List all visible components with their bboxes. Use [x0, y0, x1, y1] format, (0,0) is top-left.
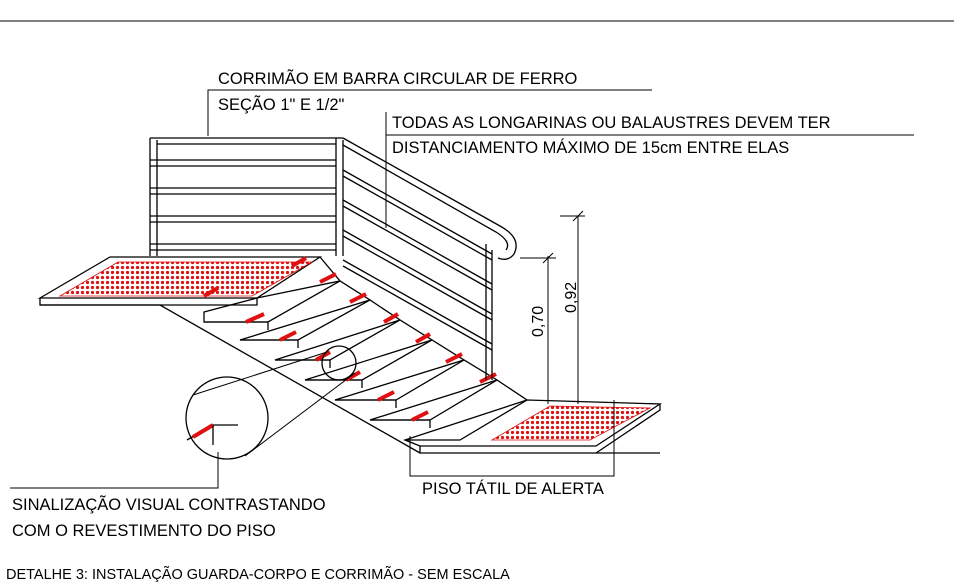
dimension-0-70: 0,70	[530, 306, 547, 337]
dimension-0-92: 0,92	[563, 282, 580, 313]
visual-signal-label-line1: SINALIZAÇÃO VISUAL CONTRASTANDO	[12, 494, 326, 514]
lower-landing	[403, 399, 663, 447]
step-edge-markings	[203, 256, 497, 422]
tactile-floor-label: PISO TÁTIL DE ALERTA	[422, 479, 604, 498]
upper-tactile-floor	[58, 261, 314, 297]
handrail-label-line2: SEÇÃO 1" E 1/2"	[218, 94, 344, 114]
dimension-lines	[520, 210, 585, 404]
visual-signal-label-line2: COM O REVESTIMENTO DO PISO	[12, 522, 276, 540]
stair-outline	[37, 256, 663, 454]
spacing-label-line2: DISTANCIAMENTO MÁXIMO DE 15cm ENTRE ELAS	[392, 138, 789, 157]
handrail-label-line1: CORRIMÃO EM BARRA CIRCULAR DE FERRO	[218, 68, 578, 88]
detail-caption: DETALHE 3: INSTALAÇÃO GUARDA-CORPO E COR…	[6, 566, 510, 583]
guardrail	[149, 137, 517, 380]
detail-magnifier	[185, 345, 357, 460]
spacing-label-line1: TODAS AS LONGARINAS OU BALAUSTRES DEVEM …	[392, 114, 831, 132]
stair-soffit	[40, 304, 421, 454]
leader-lines	[10, 89, 914, 489]
lower-tactile-floor	[490, 405, 652, 441]
